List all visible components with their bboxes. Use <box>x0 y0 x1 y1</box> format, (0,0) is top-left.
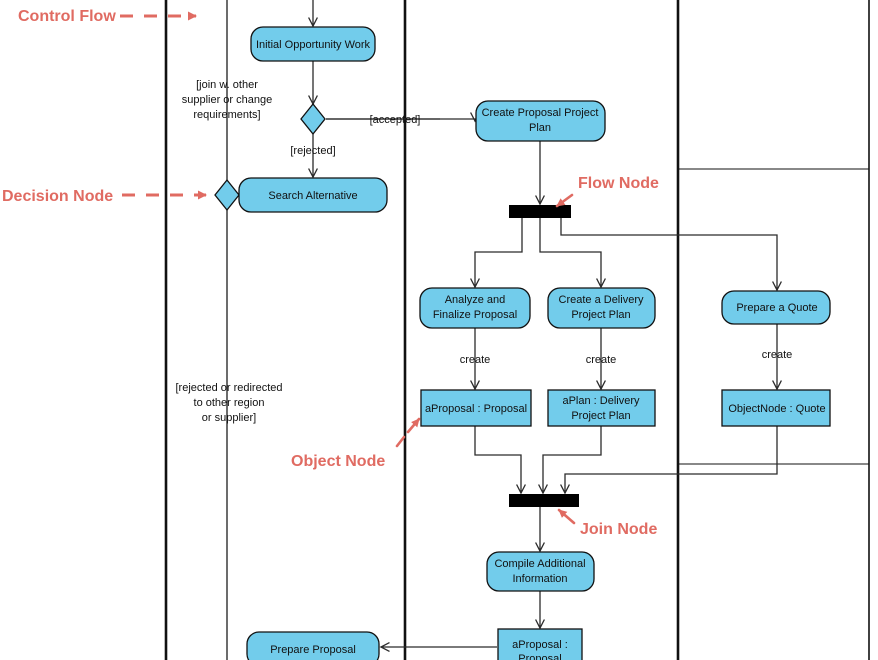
object-node-label-line2: Project Plan <box>571 410 630 422</box>
activity-create-a-delivery-project-plan[interactable]: Create a Delivery Project Plan <box>547 287 656 329</box>
activity-label: Search Alternative <box>268 190 357 202</box>
activity-label-line2: Information <box>512 573 567 585</box>
object-node-objectnode-quote[interactable]: ObjectNode : Quote <box>721 389 831 427</box>
guard-rejected: [rejected] <box>290 145 335 157</box>
annotation-label: Flow Node <box>578 175 659 192</box>
annotation-object-node: Object Node <box>291 417 421 470</box>
annotation-object-node-arrow-seg1 <box>395 435 406 448</box>
activity-analyze-and-finalize-proposal[interactable]: Analyze and Finalize Proposal <box>419 287 531 329</box>
activity-label: Prepare a Quote <box>736 302 817 314</box>
guard-line2: to other region <box>194 397 265 409</box>
activity-shape <box>246 631 380 660</box>
object-node-shape <box>721 389 831 427</box>
activity-label-line1: Analyze and <box>445 294 506 306</box>
activity-label-line2: Project Plan <box>571 309 630 321</box>
activity-prepare-a-quote[interactable]: Prepare a Quote <box>721 290 831 325</box>
guard-line2: supplier or change <box>182 94 273 106</box>
annotation-join-node-arrow <box>557 508 576 525</box>
activity-shape <box>721 290 831 325</box>
edge-fork-to-create-delivery <box>539 218 606 289</box>
activity-shape <box>475 100 606 142</box>
activity-create-proposal-project-plan[interactable]: Create Proposal Project Plan <box>475 100 606 142</box>
edge-objectnode-to-join <box>560 426 778 495</box>
activity-label-line1: Create a Delivery <box>559 294 644 306</box>
annotation-label: Control Flow <box>18 8 116 25</box>
annotation-object-node-arrow-seg2 <box>406 417 421 434</box>
object-node-label: aProposal : Proposal <box>425 403 527 415</box>
activity-prepare-proposal[interactable]: Prepare Proposal <box>246 631 380 660</box>
object-node-aplan-delivery-project-plan[interactable]: aPlan : Delivery Project Plan <box>547 389 656 427</box>
decision-node-merge-left[interactable] <box>214 178 240 212</box>
edge-label-create-2: create <box>586 354 617 366</box>
edge-fork-to-analyze <box>470 218 523 289</box>
edge-label-create-3: create <box>762 349 793 361</box>
join-bar <box>509 494 579 507</box>
activity-label: Prepare Proposal <box>270 644 356 656</box>
object-node-label-line1: aProposal : <box>512 639 568 651</box>
guard-accepted: [accepted] <box>370 114 421 126</box>
activity-label-line1: Create Proposal Project <box>482 107 599 119</box>
edge-fork-to-prepare-quote <box>560 218 782 292</box>
activity-shape <box>250 26 376 62</box>
annotation-decision-node: Decision Node <box>2 188 207 205</box>
annotation-join-node: Join Node <box>557 508 657 538</box>
guard-line1: [join w. other <box>196 79 258 91</box>
activity-label-line2: Finalize Proposal <box>433 309 517 321</box>
object-node-label-line2: Proposal <box>518 653 561 660</box>
activity-label: Initial Opportunity Work <box>256 39 371 51</box>
annotation-label: Join Node <box>580 521 657 538</box>
guard-line3: requirements] <box>193 109 260 121</box>
guard-join-w-other-supplier: [join w. other supplier or change requir… <box>182 79 273 121</box>
guard-rejected-or-redirected: [rejected or redirected to other region … <box>176 382 283 424</box>
object-node-shape <box>420 389 532 427</box>
activity-search-alternative[interactable]: Search Alternative <box>238 177 388 213</box>
activity-shape <box>419 287 531 329</box>
object-node-shape <box>497 628 583 660</box>
object-node-label: ObjectNode : Quote <box>728 403 825 415</box>
decision-node-accept-reject[interactable] <box>300 102 326 136</box>
object-node-label-line1: aPlan : Delivery <box>562 395 640 407</box>
activity-label-line1: Compile Additional <box>494 558 585 570</box>
fork-bar <box>509 205 571 218</box>
edge-aplan-to-join <box>538 426 602 495</box>
activity-shape <box>547 287 656 329</box>
guard-line1: [rejected or redirected <box>176 382 283 394</box>
object-node-shape <box>547 389 656 427</box>
annotation-control-flow: Control Flow <box>18 8 197 25</box>
annotation-flow-node-arrow <box>555 193 574 208</box>
annotation-flow-node: Flow Node <box>555 175 659 208</box>
annotation-label: Decision Node <box>2 188 113 205</box>
activity-compile-additional-information[interactable]: Compile Additional Information <box>486 551 595 592</box>
activity-shape <box>486 551 595 592</box>
annotation-label: Object Node <box>291 453 385 470</box>
edge-aproposal-to-join <box>474 426 526 495</box>
object-node-aproposal-proposal-bottom[interactable]: aProposal : Proposal <box>497 628 583 660</box>
activity-initial-opportunity-work[interactable]: Initial Opportunity Work <box>250 26 376 62</box>
object-node-aproposal-proposal[interactable]: aProposal : Proposal <box>420 389 532 427</box>
activity-shape <box>238 177 388 213</box>
activity-label-line2: Plan <box>529 122 551 134</box>
guard-line3: or supplier] <box>202 412 256 424</box>
edge-label-create-1: create <box>460 354 491 366</box>
